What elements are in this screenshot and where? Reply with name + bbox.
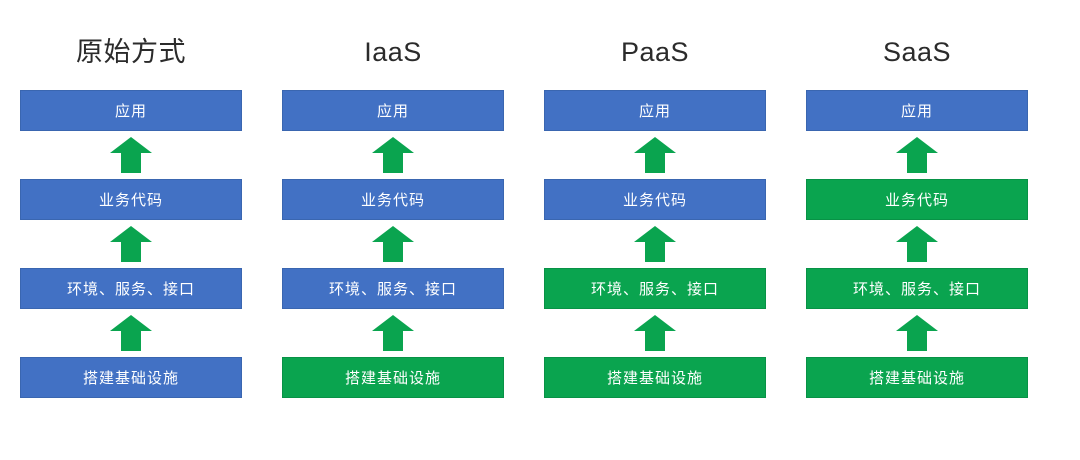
layer-label: 业务代码 bbox=[98, 192, 163, 209]
up-arrow-icon bbox=[110, 137, 152, 173]
layer-box-original-business-code: 业务代码 bbox=[20, 179, 242, 220]
column-paas: PaaS 应用 业务代码 环境、服务、接口 bbox=[524, 0, 786, 460]
arrow-slot-original-1 bbox=[20, 131, 242, 179]
arrow-slot-iaas-1 bbox=[282, 131, 504, 179]
layer-box-original-application: 应用 bbox=[20, 90, 242, 131]
column-title-original: 原始方式 bbox=[76, 37, 186, 67]
layer-label: 环境、服务、接口 bbox=[590, 281, 719, 298]
column-title-paas: PaaS bbox=[620, 37, 690, 67]
column-original: 原始方式 应用 业务代码 环境、服务、接口 bbox=[0, 0, 262, 460]
layer-box-saas-business-code: 业务代码 bbox=[806, 179, 1028, 220]
layer-label: 业务代码 bbox=[622, 192, 687, 209]
column-title-iaas: IaaS bbox=[364, 37, 422, 67]
layer-box-paas-infrastructure: 搭建基础设施 bbox=[544, 357, 766, 398]
up-arrow-icon bbox=[110, 226, 152, 262]
layer-box-iaas-infrastructure: 搭建基础设施 bbox=[282, 357, 504, 398]
up-arrow-icon bbox=[372, 226, 414, 262]
arrow-slot-iaas-2 bbox=[282, 220, 504, 268]
layer-label: 搭建基础设施 bbox=[344, 370, 441, 387]
layer-box-iaas-business-code: 业务代码 bbox=[282, 179, 504, 220]
column-title-saas: SaaS bbox=[882, 37, 952, 67]
layer-label: 搭建基础设施 bbox=[868, 370, 965, 387]
up-arrow-icon bbox=[372, 137, 414, 173]
arrow-slot-iaas-3 bbox=[282, 309, 504, 357]
layer-label: 搭建基础设施 bbox=[82, 370, 179, 387]
arrow-slot-paas-1 bbox=[544, 131, 766, 179]
layer-stack-original: 应用 业务代码 环境、服务、接口 bbox=[20, 90, 242, 398]
layer-label: 业务代码 bbox=[884, 192, 949, 209]
layer-stack-iaas: 应用 业务代码 环境、服务、接口 bbox=[282, 90, 504, 398]
layer-box-paas-business-code: 业务代码 bbox=[544, 179, 766, 220]
layer-label: 环境、服务、接口 bbox=[852, 281, 981, 298]
layer-label: 应用 bbox=[638, 103, 671, 120]
arrow-slot-paas-2 bbox=[544, 220, 766, 268]
arrow-slot-saas-1 bbox=[806, 131, 1028, 179]
layer-box-original-infrastructure: 搭建基础设施 bbox=[20, 357, 242, 398]
column-iaas: IaaS 应用 业务代码 环境、服务、接口 bbox=[262, 0, 524, 460]
arrow-slot-paas-3 bbox=[544, 309, 766, 357]
layer-box-iaas-application: 应用 bbox=[282, 90, 504, 131]
layer-label: 搭建基础设施 bbox=[606, 370, 703, 387]
layer-stack-paas: 应用 业务代码 环境、服务、接口 bbox=[544, 90, 766, 398]
up-arrow-icon bbox=[110, 315, 152, 351]
layer-box-iaas-env-service-api: 环境、服务、接口 bbox=[282, 268, 504, 309]
column-saas: SaaS 应用 业务代码 环境、服务、接口 bbox=[786, 0, 1048, 460]
layer-box-paas-application: 应用 bbox=[544, 90, 766, 131]
layer-box-original-env-service-api: 环境、服务、接口 bbox=[20, 268, 242, 309]
up-arrow-icon bbox=[634, 226, 676, 262]
layer-box-paas-env-service-api: 环境、服务、接口 bbox=[544, 268, 766, 309]
up-arrow-icon bbox=[896, 226, 938, 262]
layer-label: 环境、服务、接口 bbox=[66, 281, 195, 298]
layer-box-saas-infrastructure: 搭建基础设施 bbox=[806, 357, 1028, 398]
arrow-slot-saas-2 bbox=[806, 220, 1028, 268]
layer-box-saas-application: 应用 bbox=[806, 90, 1028, 131]
layer-stack-saas: 应用 业务代码 环境、服务、接口 bbox=[806, 90, 1028, 398]
layer-label: 应用 bbox=[376, 103, 409, 120]
layer-label: 业务代码 bbox=[360, 192, 425, 209]
layer-box-saas-env-service-api: 环境、服务、接口 bbox=[806, 268, 1028, 309]
up-arrow-icon bbox=[896, 315, 938, 351]
up-arrow-icon bbox=[634, 137, 676, 173]
arrow-slot-original-2 bbox=[20, 220, 242, 268]
layer-label: 环境、服务、接口 bbox=[328, 281, 457, 298]
arrow-slot-saas-3 bbox=[806, 309, 1028, 357]
up-arrow-icon bbox=[634, 315, 676, 351]
up-arrow-icon bbox=[896, 137, 938, 173]
layer-label: 应用 bbox=[114, 103, 147, 120]
up-arrow-icon bbox=[372, 315, 414, 351]
layer-label: 应用 bbox=[900, 103, 933, 120]
arrow-slot-original-3 bbox=[20, 309, 242, 357]
